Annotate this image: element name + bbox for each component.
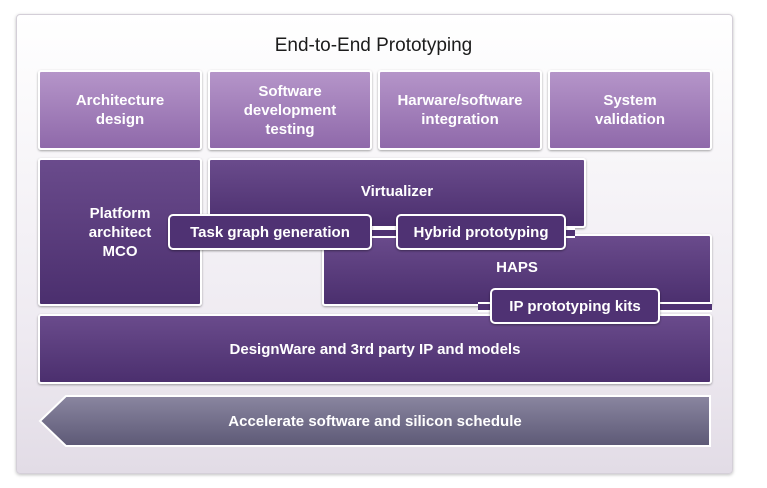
hybrid-connector-right	[565, 228, 575, 238]
task-graph-generation-pill: Task graph generation	[168, 214, 372, 250]
accelerate-arrow	[38, 395, 711, 447]
system-validation-box: System validation	[548, 70, 712, 150]
platform-architect-box: Platform architect MCO	[38, 158, 202, 306]
accelerate-label: Accelerate software and silicon schedule	[228, 412, 522, 430]
task-to-hybrid-connector	[370, 228, 400, 238]
ip-kits-connector-left	[478, 302, 494, 312]
software-development-testing-box: Software development testing	[208, 70, 372, 150]
ip-prototyping-kits-pill: IP prototyping kits	[490, 288, 660, 324]
hybrid-prototyping-pill: Hybrid prototyping	[396, 214, 566, 250]
diagram-title: End-to-End Prototyping	[274, 35, 473, 56]
architecture-design-box: Architecture design	[38, 70, 202, 150]
designware-box: DesignWare and 3rd party IP and models	[38, 314, 712, 384]
hardware-software-integration-box: Harware/software integration	[378, 70, 542, 150]
ip-kits-connector-right	[658, 302, 712, 312]
